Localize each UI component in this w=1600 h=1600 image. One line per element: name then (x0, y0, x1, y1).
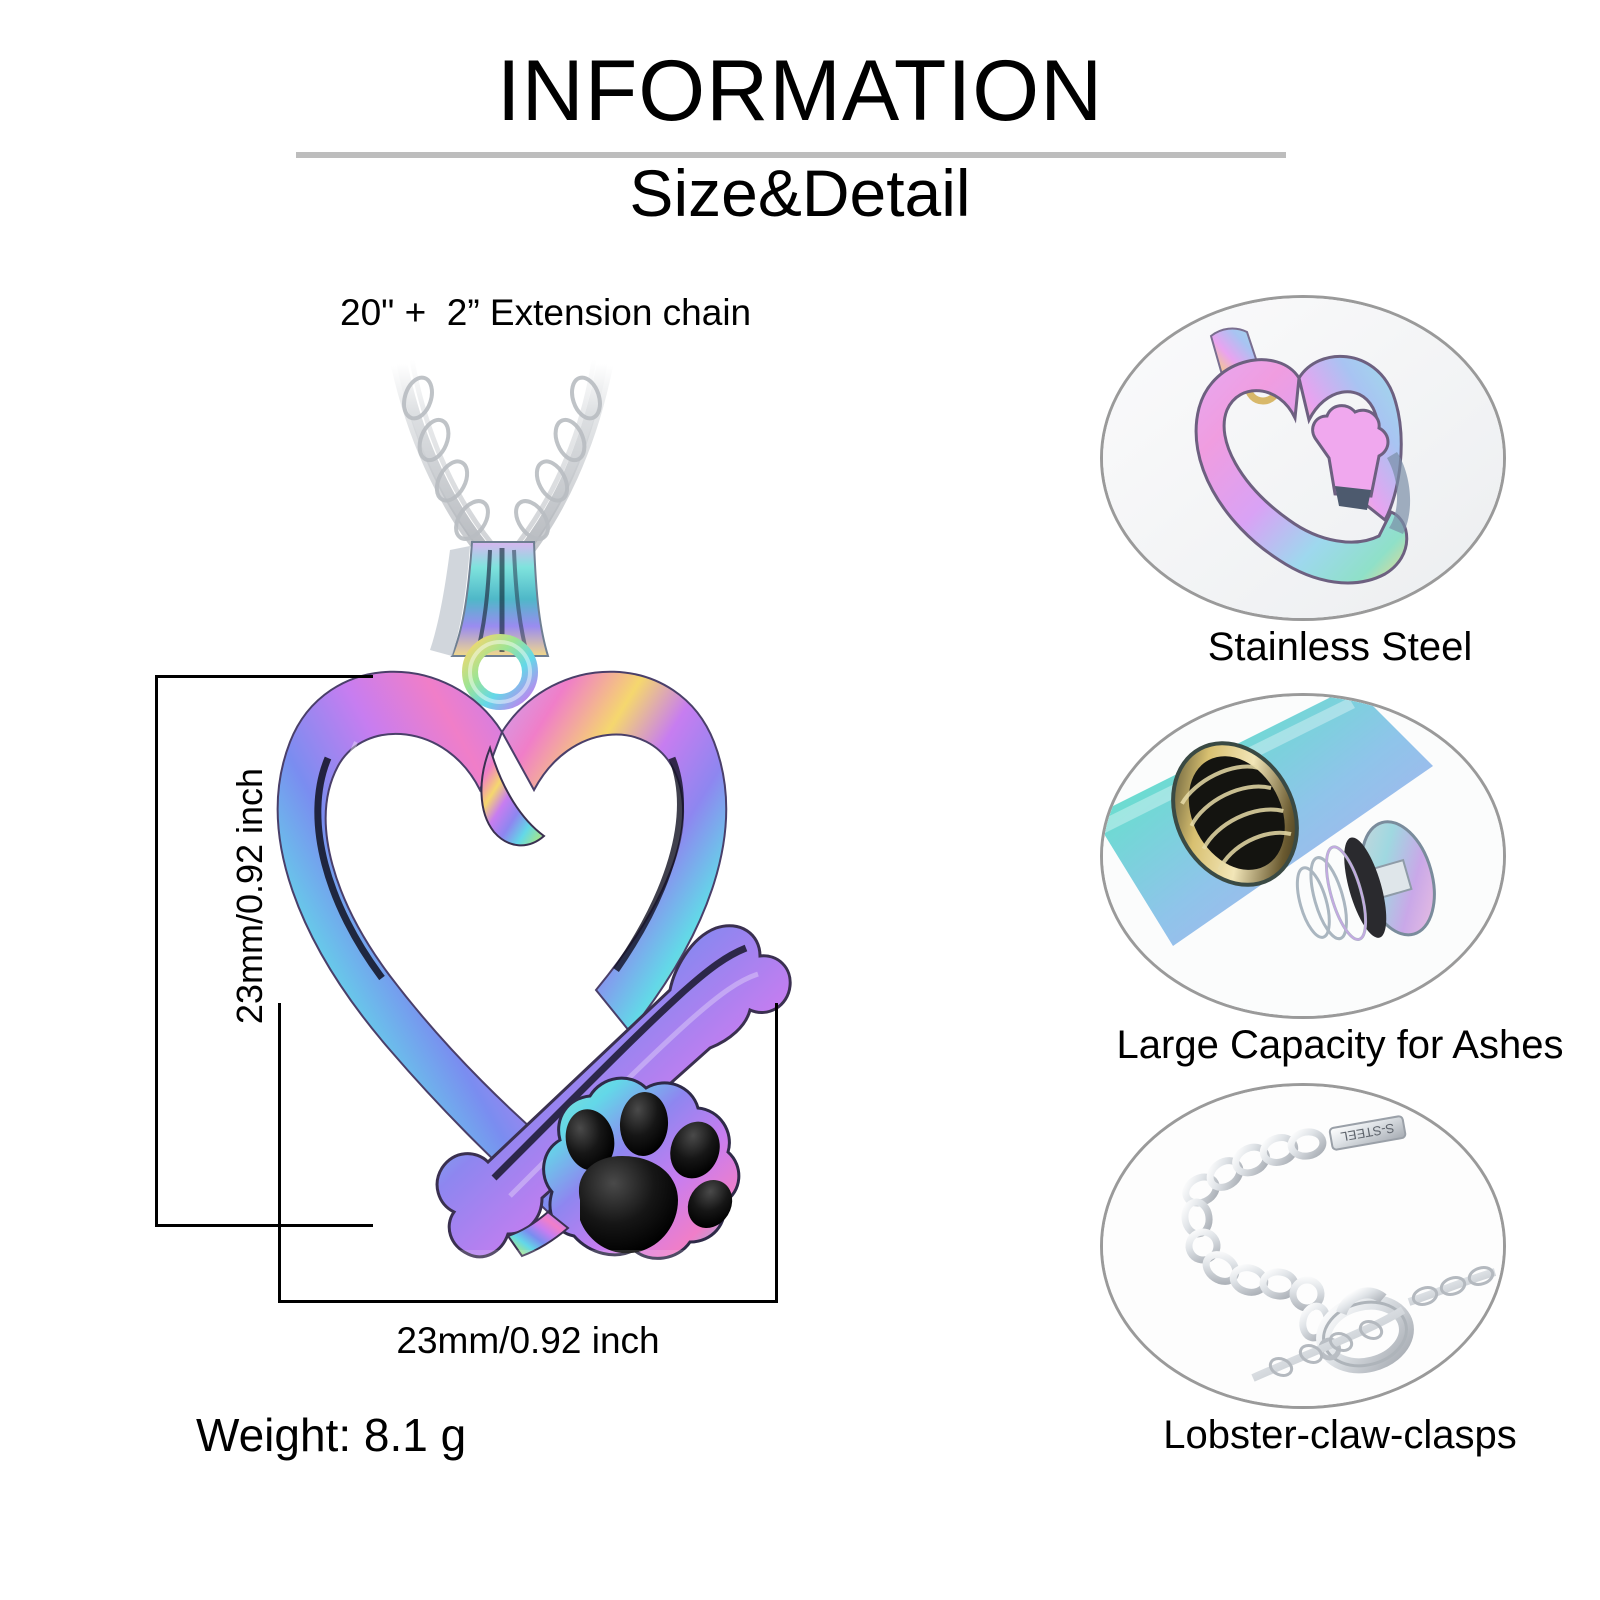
height-dimension-label: 23mm/0.92 inch (229, 767, 270, 1025)
weight-label: Weight: 8.1 g (196, 1409, 467, 1461)
pendant-hero-image (150, 350, 930, 1310)
chain-links (402, 375, 602, 541)
feature-caption: Large Capacity for Ashes (1116, 1023, 1564, 1067)
height-dimension-bracket: 23mm/0.92 inch (155, 675, 375, 1227)
page-subtitle: Size&Detail (629, 156, 971, 230)
jump-ring (462, 634, 538, 710)
paw-print-icon (542, 1076, 741, 1260)
heart-pendant-body (276, 670, 792, 1260)
width-dimension-label: 23mm/0.92 inch (396, 1320, 660, 1361)
pendant-bail (430, 541, 550, 657)
necklace-chain (391, 357, 613, 569)
width-dimension-bracket (278, 1003, 778, 1303)
feature-caption: Lobster-claw-clasps (1163, 1413, 1517, 1457)
feature-caption: Stainless Steel (1207, 625, 1473, 669)
feature-image-clasp-chain: S-STEEL (1100, 1083, 1506, 1409)
feature-image-pendant-angled (1100, 295, 1506, 621)
header-divider (296, 152, 1286, 158)
page-title: INFORMATION (496, 43, 1104, 139)
chain-length-label: 20" + 2” Extension chain (340, 292, 752, 333)
feature-image-screw-cap (1100, 693, 1506, 1019)
